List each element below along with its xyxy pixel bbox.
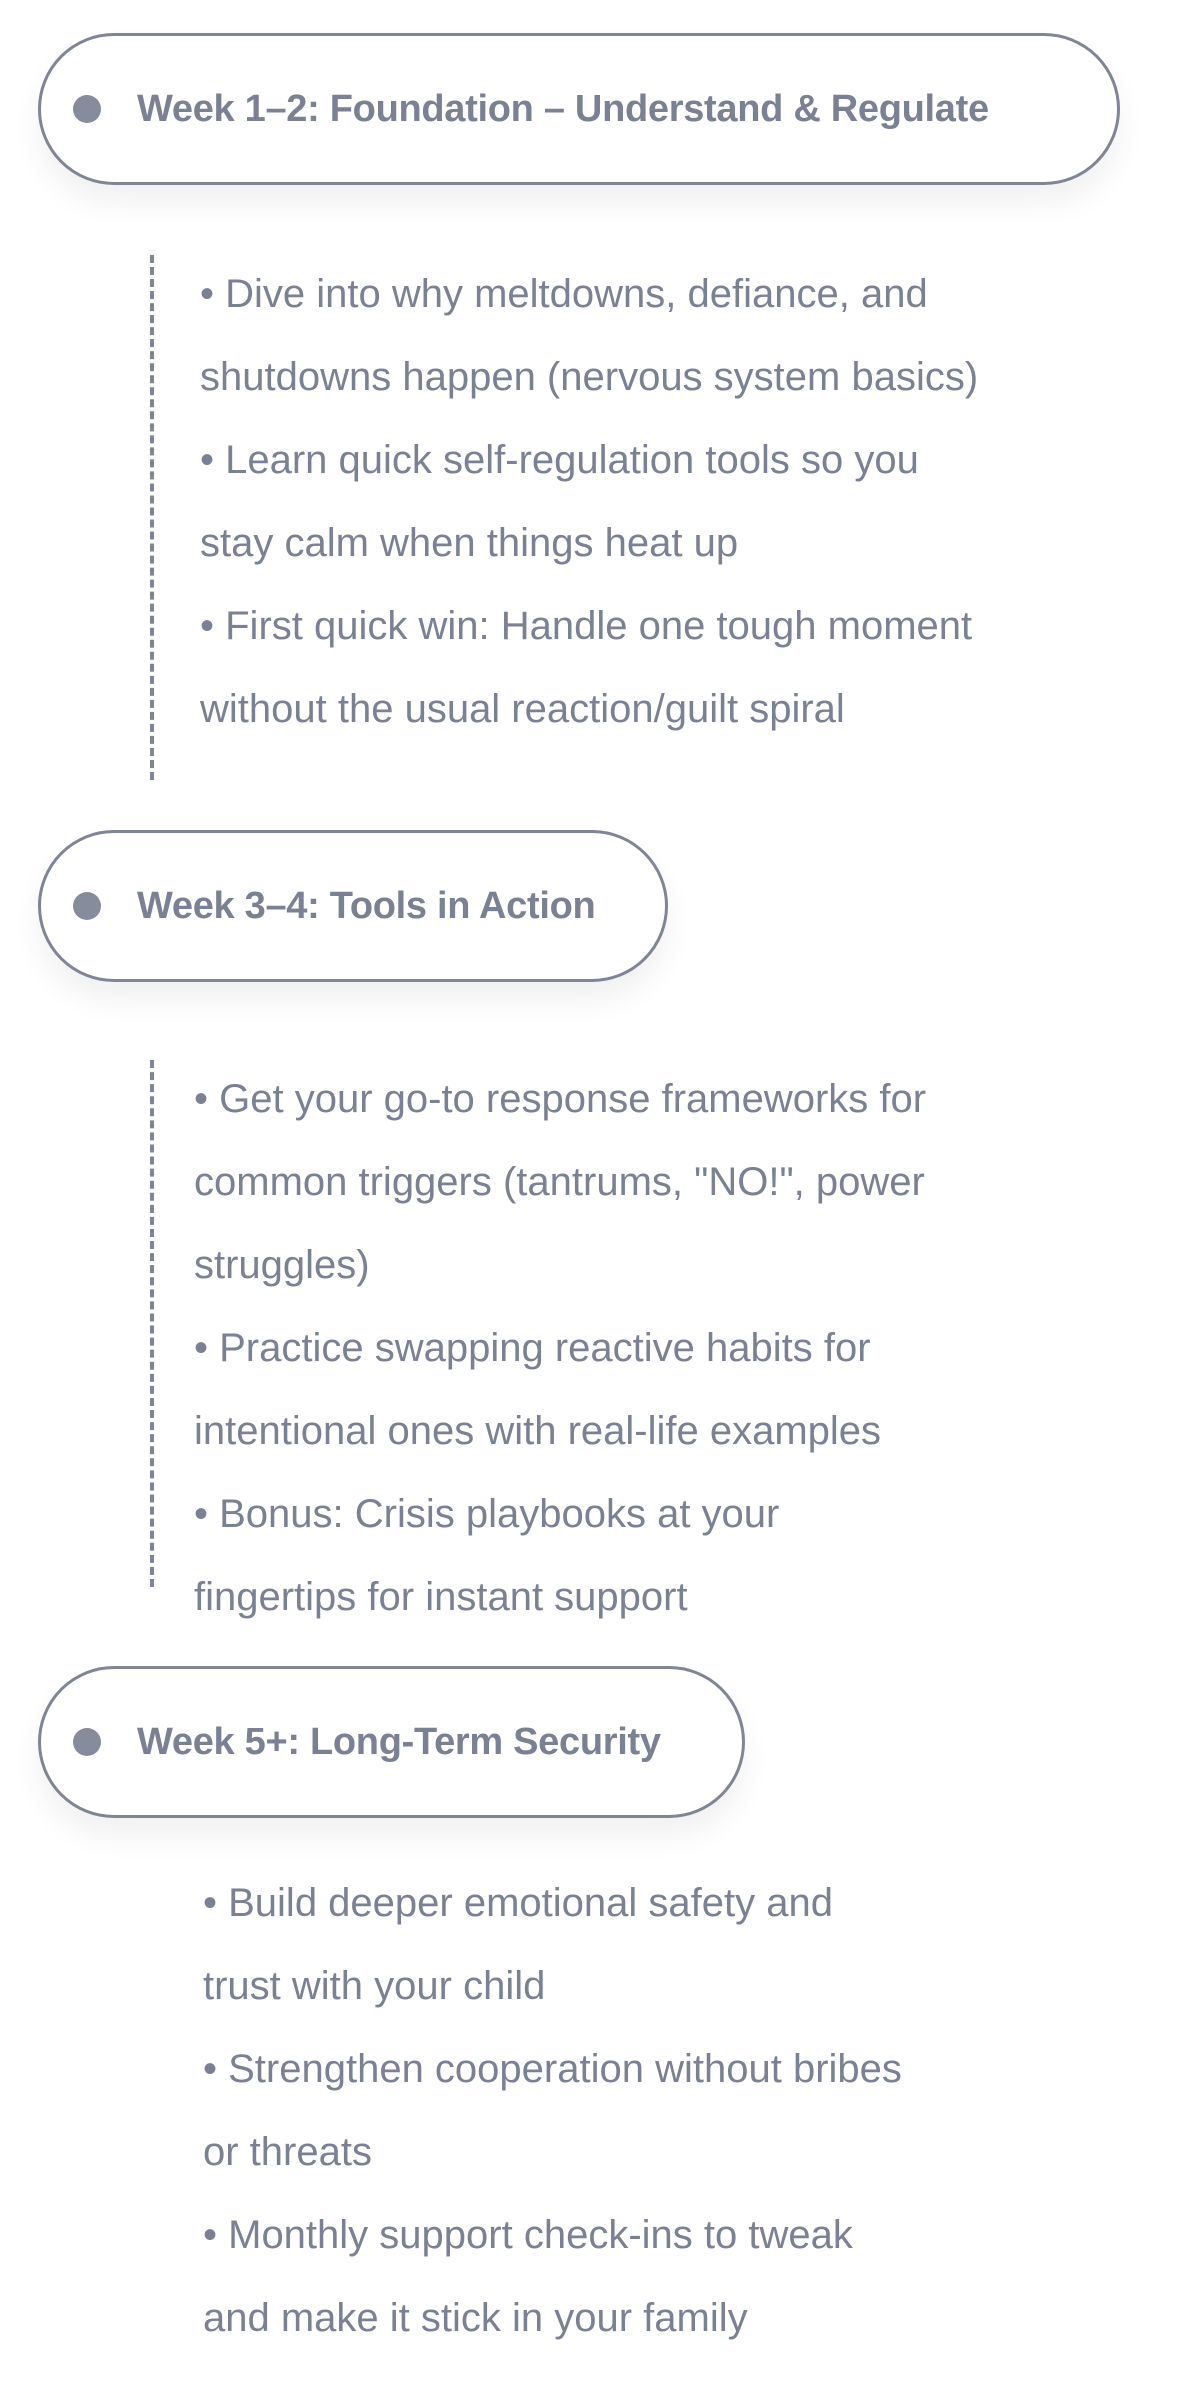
list-line: • Strengthen cooperation without bribes: [203, 2047, 902, 2091]
list-line: • Dive into why meltdowns, defiance, and: [200, 272, 928, 316]
timeline-divider: [150, 1060, 154, 1587]
list-line: • Build deeper emotional safety and: [203, 1881, 833, 1925]
list-line: fingertips for instant support: [194, 1575, 688, 1619]
list-line: • Bonus: Crisis playbooks at your: [194, 1492, 780, 1536]
list-line: common triggers (tantrums, "NO!", power: [194, 1160, 925, 1204]
list-line: • First quick win: Handle one tough mome…: [200, 604, 973, 648]
list-line: shutdowns happen (nervous system basics): [200, 355, 979, 399]
list-line: trust with your child: [203, 1964, 546, 2008]
list-line: • Practice swapping reactive habits for: [194, 1326, 871, 1370]
list-line: • Learn quick self-regulation tools so y…: [200, 438, 919, 482]
list-line: intentional ones with real-life examples: [194, 1409, 882, 1453]
section-list-week-3-4: • Get your go-to response frameworks for…: [194, 1058, 926, 1639]
section-title: Week 5+: Long-Term Security: [137, 1720, 661, 1763]
section-header-week-1-2: Week 1–2: Foundation – Understand & Regu…: [38, 33, 1120, 185]
timeline-divider: [150, 255, 154, 780]
section-header-week-3-4: Week 3–4: Tools in Action: [38, 830, 668, 982]
bullet-dot-icon: [73, 892, 101, 920]
section-header-week-5-plus: Week 5+: Long-Term Security: [38, 1666, 745, 1818]
section-title: Week 3–4: Tools in Action: [137, 884, 596, 927]
section-title: Week 1–2: Foundation – Understand & Regu…: [137, 87, 989, 130]
list-line: stay calm when things heat up: [200, 521, 739, 565]
list-line: • Get your go-to response frameworks for: [194, 1077, 927, 1121]
bullet-dot-icon: [73, 1728, 101, 1756]
section-list-week-1-2: • Dive into why meltdowns, defiance, and…: [200, 253, 978, 751]
list-line: struggles): [194, 1243, 370, 1287]
list-line: without the usual reaction/guilt spiral: [200, 687, 845, 731]
list-line: and make it stick in your family: [203, 2296, 748, 2340]
list-line: • Monthly support check-ins to tweak: [203, 2213, 853, 2257]
section-list-week-5-plus: • Build deeper emotional safety and trus…: [203, 1862, 902, 2360]
list-line: or threats: [203, 2130, 372, 2174]
bullet-dot-icon: [73, 95, 101, 123]
